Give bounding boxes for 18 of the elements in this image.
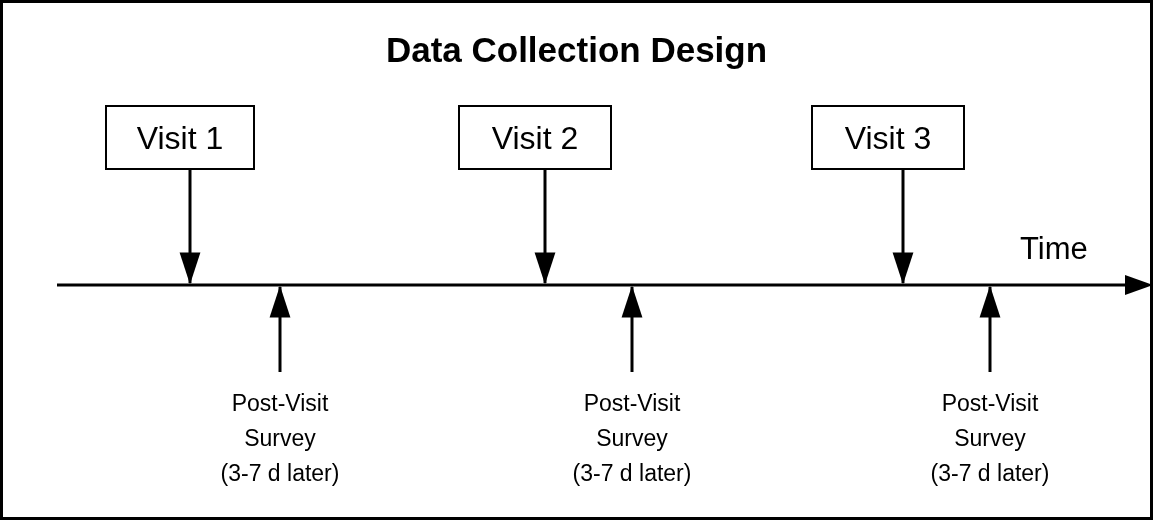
axis-label: Time xyxy=(1020,230,1088,268)
visit-label: Visit 2 xyxy=(491,121,579,154)
visit-box xyxy=(811,105,965,170)
visit-label: Visit 3 xyxy=(844,121,932,154)
arrow xyxy=(269,285,291,372)
arrow xyxy=(979,285,1001,372)
survey-label: Post-Visit Survey (3-7 d later) xyxy=(930,389,1050,488)
survey-label: Post-Visit Survey (3-7 d later) xyxy=(220,389,340,488)
time-axis xyxy=(57,275,1153,295)
arrow xyxy=(179,170,201,285)
visit-box xyxy=(458,105,612,170)
survey-label: Post-Visit Survey (3-7 d later) xyxy=(572,389,692,488)
visit-box xyxy=(105,105,255,170)
arrow xyxy=(534,170,556,285)
arrow xyxy=(892,170,914,285)
arrow xyxy=(621,285,643,372)
diagram-title: Data Collection Design xyxy=(385,29,768,71)
visit-label: Visit 1 xyxy=(136,121,224,154)
